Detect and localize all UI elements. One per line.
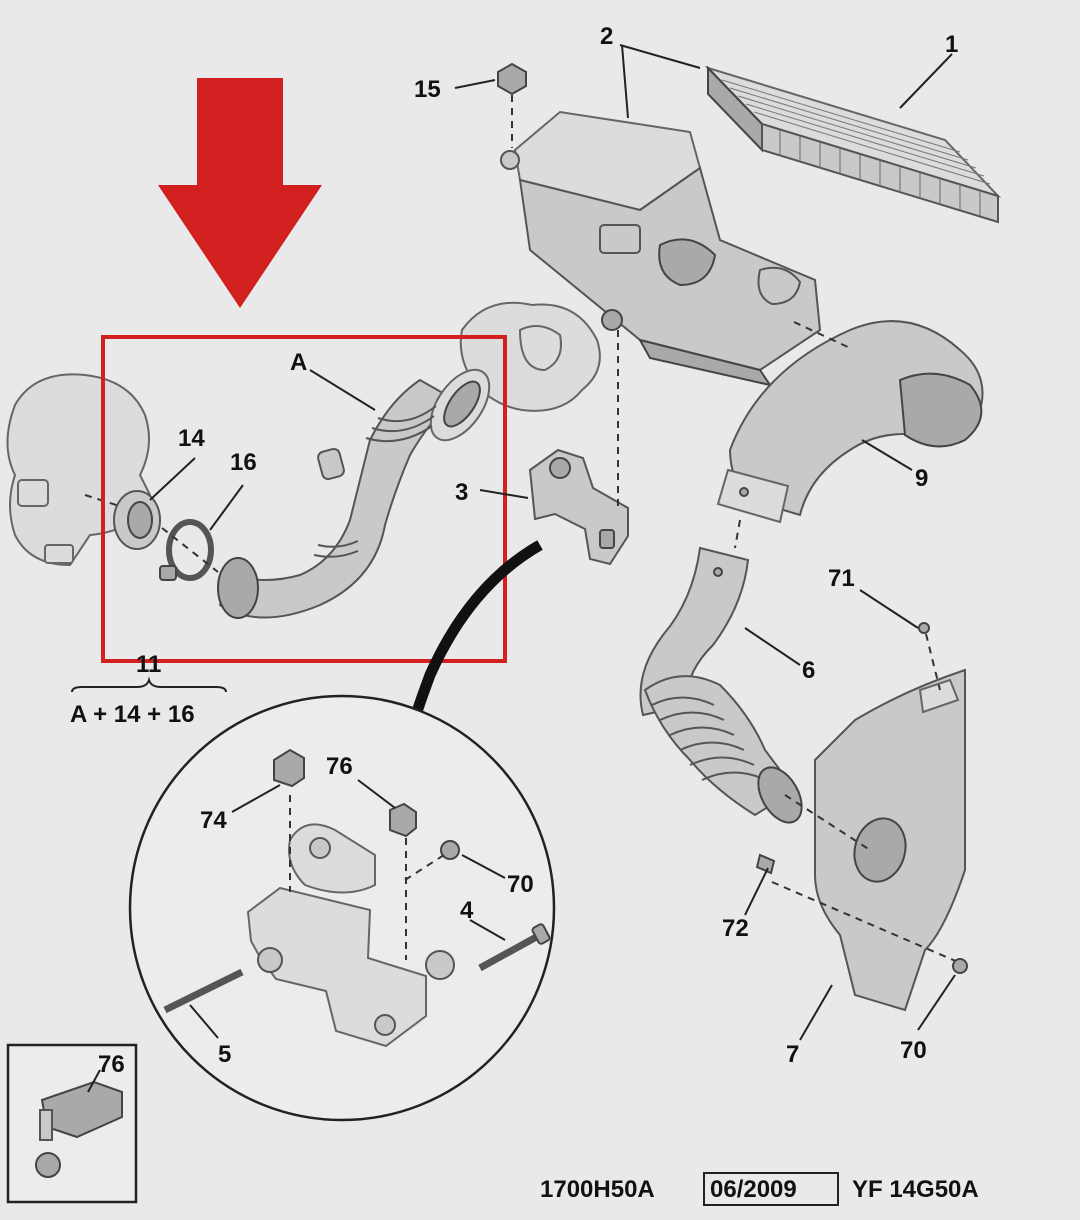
footer-date: 06/2009 xyxy=(710,1176,797,1203)
label-72: 72 xyxy=(722,915,749,942)
label-9: 9 xyxy=(915,465,928,492)
air-deflector-7 xyxy=(814,668,966,1012)
footer-ref: YF 14G50A xyxy=(852,1176,979,1203)
label-74: 74 xyxy=(200,807,227,834)
label-1: 1 xyxy=(945,31,958,58)
fixing-72 xyxy=(755,853,776,875)
air-duct-6 xyxy=(639,546,803,824)
inset-clip-76 xyxy=(6,1043,138,1204)
label-76: 76 xyxy=(326,753,353,780)
bolt-15 xyxy=(497,62,527,96)
footer-code: 1700H50A xyxy=(540,1176,655,1203)
label-14: 14 xyxy=(178,425,205,452)
label-5: 5 xyxy=(218,1041,231,1068)
footer-date-box xyxy=(703,1172,839,1206)
clamp-16 xyxy=(159,519,214,581)
air-filter-housing xyxy=(500,110,822,387)
air-duct-9 xyxy=(716,320,984,524)
intake-flange xyxy=(459,301,601,412)
leader-lines xyxy=(149,44,956,1041)
label-11: 11 xyxy=(136,651,161,678)
fixing-70 xyxy=(952,958,968,974)
seal-ring-14 xyxy=(113,490,161,550)
air-intake-hose-a xyxy=(217,368,491,619)
label-3: 3 xyxy=(455,479,468,506)
air-filter-element xyxy=(704,65,1002,224)
label-a: A xyxy=(290,349,307,376)
label-70: 70 xyxy=(900,1037,927,1064)
fixing-71 xyxy=(918,622,930,634)
down-arrow-icon xyxy=(158,78,322,308)
detail-view xyxy=(128,540,556,1122)
label-2: 2 xyxy=(600,23,613,50)
label-16: 16 xyxy=(230,449,257,476)
label-76-inset: 76 xyxy=(98,1051,125,1078)
label-6: 6 xyxy=(802,657,815,684)
label-4: 4 xyxy=(460,897,474,924)
group-brace xyxy=(71,676,227,693)
label-15: 15 xyxy=(414,76,441,103)
group-formula: A + 14 + 16 xyxy=(70,701,195,728)
sensor-bracket-3 xyxy=(528,448,629,566)
label-70-detail: 70 xyxy=(507,871,534,898)
label-71: 71 xyxy=(828,565,855,592)
label-7: 7 xyxy=(786,1041,799,1068)
highlight-box xyxy=(101,335,507,663)
